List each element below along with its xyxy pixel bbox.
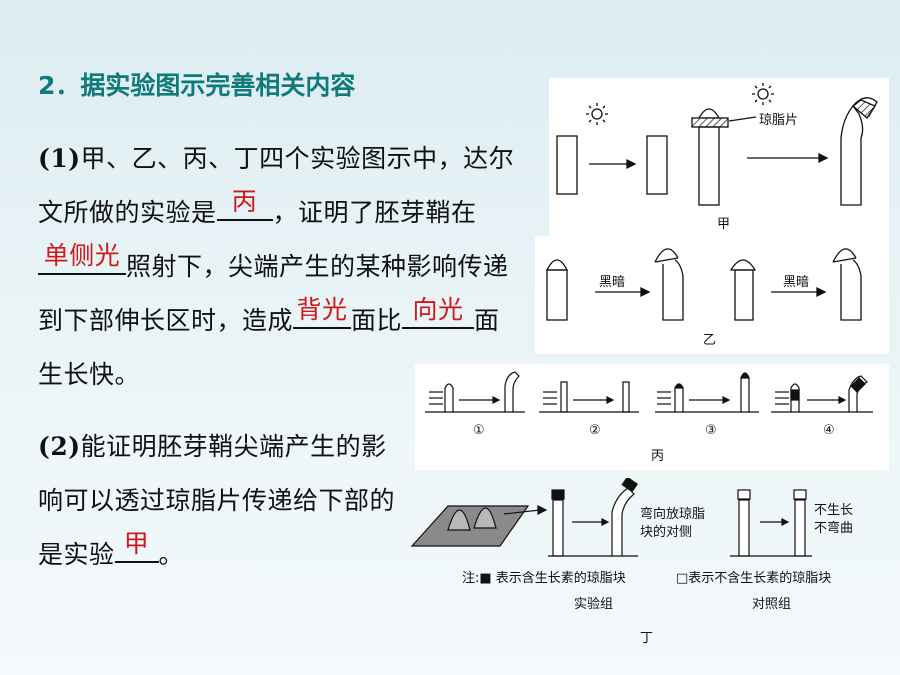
number-1: ①: [473, 423, 485, 438]
sun-icon-2: [752, 83, 774, 105]
question-2-text-2: 。: [158, 540, 185, 569]
sun-icon: [586, 103, 608, 125]
number-4: ④: [823, 423, 835, 438]
number-2: ②: [589, 423, 601, 438]
figure-ding-caption: 丁: [640, 631, 653, 646]
group-experiment: 实验组: [574, 596, 613, 612]
answer-blank-1: 丙: [216, 187, 273, 221]
question-2-number: (2): [38, 432, 81, 461]
question-2-text-1: 能证明胚芽鞘尖端产生的影响可以透过琼脂片传递给下部的是实验: [38, 432, 396, 569]
answer-4: 向光: [412, 295, 464, 324]
note-2: □表示不含生长素的琼脂块: [676, 570, 831, 586]
question-1-number: (1): [38, 144, 81, 173]
number-3: ③: [705, 423, 717, 438]
section-heading: 2．据实验图示完善相关内容: [38, 71, 356, 100]
answer-blank-4: 向光: [402, 295, 475, 329]
group-control: 对照组: [752, 597, 791, 612]
bend-label-1: 弯向放琼脂: [640, 506, 705, 522]
answer-blank-3: 背光: [293, 295, 352, 329]
question-1-text-3: 照射下，尖端产生的某种影响传递到下部伸长区时，造成: [38, 252, 509, 335]
figure-bing: ① ② ③ ④ 丙: [415, 364, 889, 470]
answer-3: 背光: [296, 295, 348, 324]
answer-1: 丙: [231, 187, 258, 216]
question-2: (2)能证明胚芽鞘尖端产生的影响可以透过琼脂片传递给下部的是实验甲。: [38, 420, 398, 582]
answer-blank-2: 单侧光: [38, 241, 126, 275]
question-1-text-5: 面生长快。: [38, 306, 500, 389]
coleoptile-tip: [697, 108, 721, 119]
coleoptile-cut-2: [646, 135, 668, 195]
agar-sheet: [691, 117, 729, 128]
agar-tray: [410, 505, 530, 547]
question-1-text-4: 面比: [351, 306, 403, 335]
bend-label-2: 块的对侧: [640, 524, 692, 540]
coleoptile-base: [698, 126, 720, 206]
answer-5: 甲: [123, 529, 150, 558]
question-1-text-2: ，证明了胚芽鞘在: [272, 198, 477, 227]
figure-ding: 弯向放琼脂 块的对侧 不生长 不弯曲 注:■ 表示含生长素的琼脂块 □表示不含生…: [408, 476, 888, 658]
note-1: 注:■ 表示含生长素的琼脂块: [462, 570, 626, 586]
dark-label-2: 黑暗: [783, 275, 809, 290]
figure-yi: 黑暗 黑暗 乙: [535, 236, 889, 354]
coleoptile-cut: [556, 135, 578, 195]
coleoptile-bent-tip: [852, 97, 878, 117]
figure-bing-caption: 丙: [651, 449, 664, 464]
figure-jia: 琼脂片 甲: [549, 78, 889, 236]
question-1-text-1: 甲、乙、丙、丁四个实验图示中，达尔文所做的实验是: [38, 144, 515, 227]
nogrow-label-2: 不弯曲: [814, 520, 853, 536]
coleoptile-bent: [840, 104, 864, 206]
figure-jia-caption: 甲: [717, 217, 730, 232]
dark-label-1: 黑暗: [599, 275, 625, 290]
nogrow-label-1: 不生长: [814, 503, 853, 518]
figure-yi-caption: 乙: [703, 333, 716, 348]
answer-blank-5: 甲: [114, 529, 159, 563]
agar-label: 琼脂片: [759, 113, 798, 128]
question-1: (1)甲、乙、丙、丁四个实验图示中，达尔文所做的实验是丙 ，证明了胚芽鞘在单侧光照…: [38, 132, 518, 402]
answer-2: 单侧光: [43, 241, 121, 270]
